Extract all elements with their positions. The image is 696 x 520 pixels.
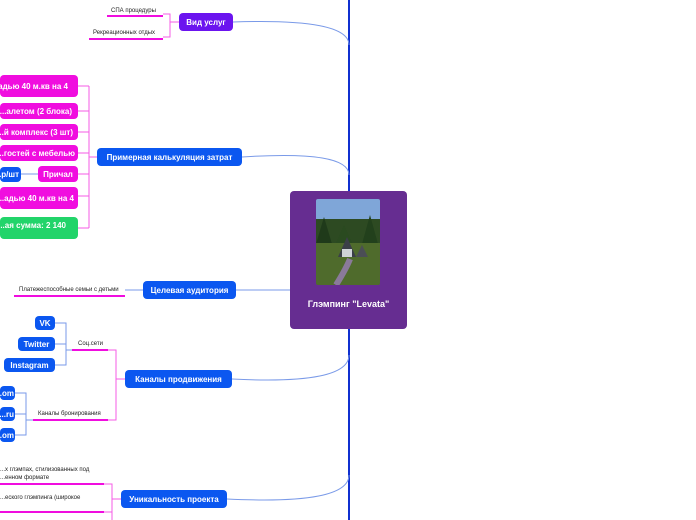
social-instagram[interactable]: Instagram <box>4 358 55 372</box>
group-booking[interactable]: Каналы бронирования <box>38 411 101 417</box>
leaf-glamping-wide[interactable]: ...еского глэмпинга (широкое <box>0 495 81 501</box>
cost-guest-furniture[interactable]: ...гостей с мебелью <box>0 145 78 161</box>
central-title: Глэмпинг "Levata" <box>307 299 390 309</box>
central-topic[interactable]: Глэмпинг "Levata" <box>290 191 407 329</box>
social-twitter[interactable]: Twitter <box>18 337 55 351</box>
cost-house-40-second[interactable]: ...адью 40 м.кв на 4 <box>0 187 78 209</box>
booking-site-3[interactable]: ...om <box>0 428 15 442</box>
social-vk[interactable]: VK <box>35 316 55 330</box>
cost-toilet-blocks[interactable]: ...алетом (2 блока) <box>0 103 78 119</box>
leaf-stylized-glamps[interactable]: ...х глэмпах, стилизованных под ...енном… <box>0 467 90 481</box>
branch-promotion[interactable]: Каналы продвижения <box>125 370 232 388</box>
branch-audience[interactable]: Целевая аудитория <box>143 281 236 299</box>
cost-house-40[interactable]: Дом площадью 40 м.кв на 4 <box>0 75 78 97</box>
booking-site-1[interactable]: ...om <box>0 386 15 400</box>
cost-complex[interactable]: ...й комплекс (3 шт) <box>0 124 78 140</box>
booking-site-2[interactable]: ...ru <box>0 407 15 421</box>
branch-uniqueness[interactable]: Уникальность проекта <box>121 490 227 508</box>
leaf-families[interactable]: Платежеспособные семьи с детьми <box>19 287 119 293</box>
leaf-recreation[interactable]: Рекреационных отдых <box>93 30 156 36</box>
branch-costs[interactable]: Примерная калькуляция затрат <box>97 148 242 166</box>
branch-services[interactable]: Вид услуг <box>179 13 233 31</box>
cost-per-piece[interactable]: ...р/шт <box>0 167 21 182</box>
glamping-house-photo <box>316 199 380 285</box>
group-social[interactable]: Соц.сети <box>78 341 104 347</box>
cost-total-sum[interactable]: ...ая сумма: 2 140 <box>0 217 78 239</box>
leaf-spa[interactable]: СПА процедуры <box>111 8 156 14</box>
cost-pier[interactable]: Причал <box>38 166 78 182</box>
